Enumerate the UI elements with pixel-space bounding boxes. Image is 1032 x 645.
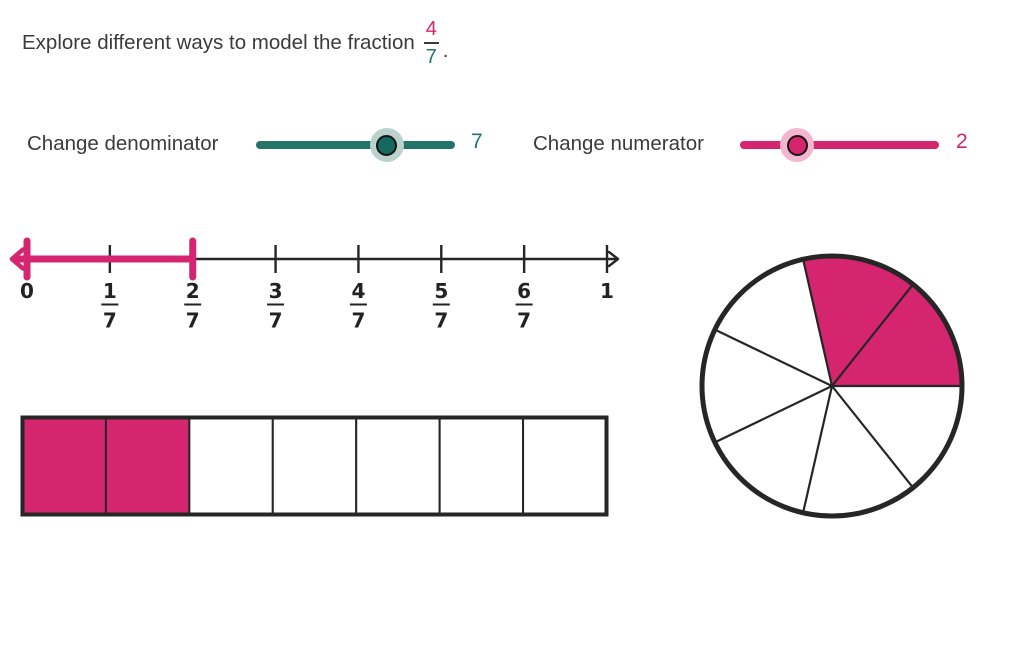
tick-label-numerator: 5 [434,279,448,303]
tick-label-fraction-bar [432,303,450,306]
title-fraction-numerator: 4 [425,18,437,41]
denominator-slider-track[interactable] [256,141,455,149]
tick-label-fraction-bar [184,303,202,306]
denominator-slider-knob[interactable] [376,134,398,156]
tick-label-numerator: 4 [351,279,365,303]
numerator-slider-handle[interactable] [780,128,815,162]
tick-label-fraction-bar [267,303,285,306]
pie-model [699,253,965,519]
tick-label-numerator: 3 [269,279,283,303]
tick-label-denominator: 7 [351,309,365,333]
tick-label: 0 [20,279,34,303]
title-fraction-denominator: 7 [425,45,437,68]
numerator-slider-knob[interactable] [786,134,808,156]
tick-label-fraction-bar [515,303,533,306]
title: Explore different ways to model the frac… [22,11,448,75]
pie-divider [801,259,834,387]
tick-label-numerator: 2 [186,279,200,303]
tick-label-denominator: 7 [269,309,283,333]
pie-divider [714,385,833,444]
bar-cell [271,416,358,516]
bar-cell [355,416,441,516]
number-line-model: 0 1 7 2 7 3 7 4 7 5 7 6 7 1 [9,237,620,333]
tick-label-numerator: 1 [103,279,117,303]
left-arrow-icon [9,247,26,271]
pie-divider [831,385,914,489]
pie-outline [699,253,965,519]
tick-label-denominator: 7 [103,309,117,333]
pie-divider [714,328,833,387]
right-arrow-icon [607,250,620,268]
bar-cell [522,416,608,516]
title-fraction: 4 7 [423,18,439,68]
tick-label-fraction-bar [349,303,367,306]
pie-divider [831,283,914,387]
title-period: . [442,39,449,62]
denominator-slider[interactable] [256,127,455,163]
tick-label-fraction-bar [101,303,119,306]
numerator-slider-track[interactable] [740,141,939,149]
bar-cell-filled [104,416,191,516]
tick-label: 1 [600,279,614,303]
numerator-slider[interactable] [740,127,939,163]
tick-label-numerator: 6 [517,279,531,303]
tick-label-denominator: 7 [186,309,200,333]
numerator-slider-label: Change numerator [533,132,704,155]
bar-cell-filled [21,416,107,516]
numerator-value: 2 [956,130,968,153]
title-text: Explore different ways to model the frac… [22,31,415,54]
bar-cell [438,416,525,516]
bar-model [20,415,609,517]
pie-divider [801,385,834,513]
bar-outline [20,415,609,517]
denominator-slider-label: Change denominator [27,132,219,155]
denominator-slider-handle[interactable] [369,128,404,162]
title-fraction-bar [423,42,439,44]
tick-label-denominator: 7 [434,309,448,333]
bar-cell [188,416,274,516]
denominator-value: 7 [471,130,483,153]
tick-label-denominator: 7 [517,309,531,333]
